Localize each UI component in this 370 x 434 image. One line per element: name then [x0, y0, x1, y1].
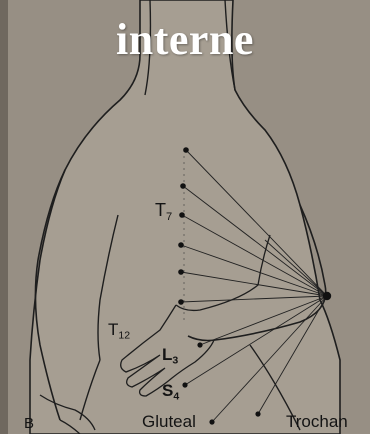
trochanter-point [255, 411, 260, 416]
l3-point [197, 342, 202, 347]
elbow-origin-point [323, 292, 331, 300]
s4-point [182, 382, 187, 387]
spine-point-4 [178, 242, 184, 248]
label-trochanter: Trochan [286, 412, 348, 432]
label-gluteal: Gluteal [142, 412, 196, 432]
spine-point-6 [178, 299, 184, 305]
spine-point-1 [183, 147, 189, 153]
page-title: interne [0, 14, 370, 65]
spine-point-2 [180, 183, 186, 189]
label-t12: T12 [108, 320, 130, 342]
label-s4: S4 [162, 381, 179, 403]
label-t7: T7 [155, 200, 172, 223]
label-l3: L3 [162, 345, 178, 367]
spine-point-5 [178, 269, 184, 275]
spine-point-3 [179, 212, 185, 218]
label-b: B [24, 415, 34, 432]
gluteal-point [209, 419, 214, 424]
